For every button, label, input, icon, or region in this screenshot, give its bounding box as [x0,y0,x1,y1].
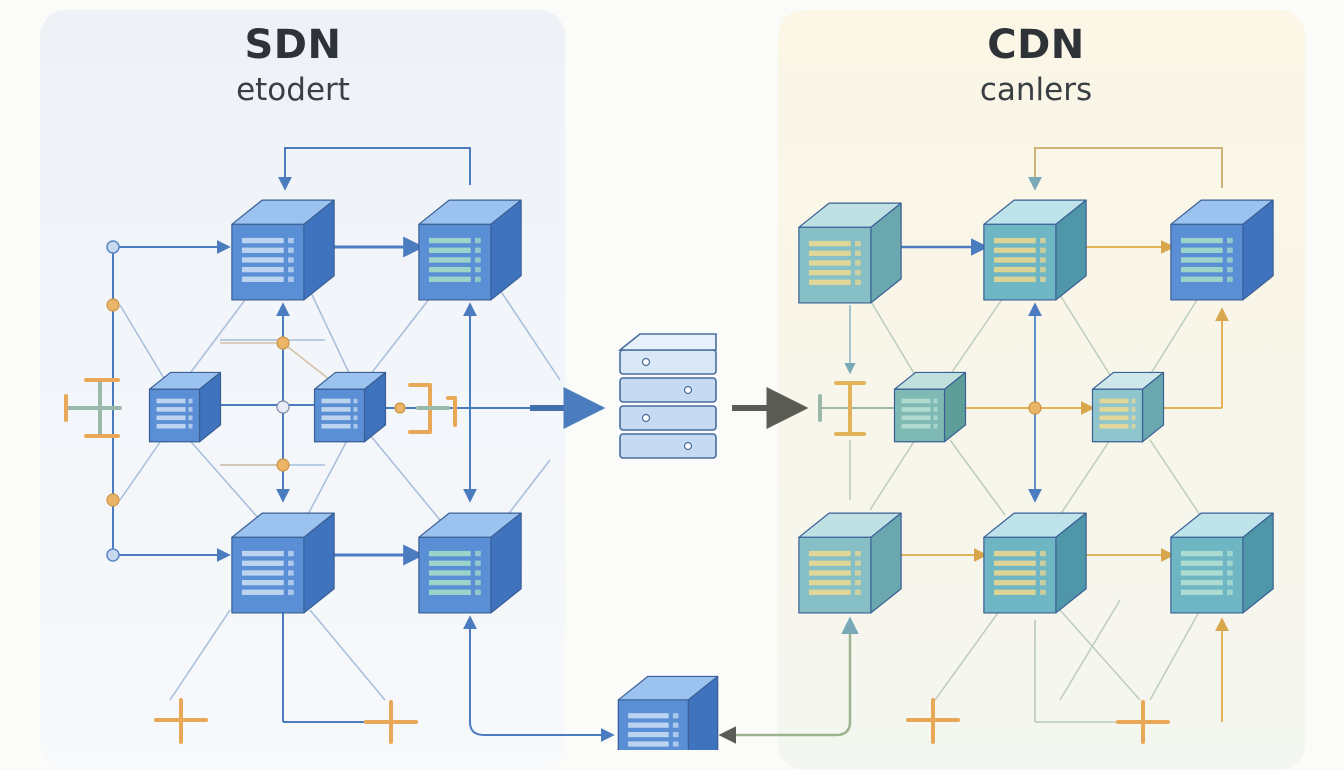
cdn-mesh-links [869,294,1201,701]
cdn-directed-links [818,147,1229,723]
sdn-endpoint-bottom-right [364,700,418,744]
sdn-orange-connectors [220,342,331,466]
cdn-node-bottom-left [798,512,902,614]
sdn-subtitle: etodert [236,72,350,108]
cdn-node-top-right [1170,199,1274,301]
cdn-node-bottom-right [1170,512,1274,614]
cdn-endpoint-bottom-right [1116,700,1170,744]
sdn-endpoint-left [64,378,122,438]
cdn-node-mid-right [1091,371,1165,443]
cdn-node-top-left [798,202,902,304]
sdn-node-bottom-right [418,512,522,614]
sdn-node-mid-left [148,371,222,443]
sdn-endpoint-middle [408,383,457,434]
network-diagram [64,147,1274,750]
cdn-endpoint-left [818,381,866,436]
cdn-title: CDN [987,22,1085,68]
cdn-link-dot [1028,401,1042,415]
cdn-node-mid-left [893,371,967,443]
bottom-shared-server [617,675,719,750]
sdn-endpoint-bottom-left [154,698,208,744]
sdn-title: SDN [244,22,342,68]
cdn-endpoint-bottom-left [906,698,960,744]
cdn-node-bottom-mid [983,512,1087,614]
sdn-node-top-right [418,199,522,301]
central-controller-stack [617,333,717,459]
cdn-node-top-mid [983,199,1087,301]
sdn-link-dots [106,240,406,562]
sdn-node-top-left [231,199,335,301]
cdn-subtitle: canlers [979,72,1093,108]
sdn-node-bottom-left [231,512,335,614]
sdn-mesh-links [119,279,561,701]
sdn-node-mid-center [313,371,387,443]
cdn-to-bottom-server-link [718,616,859,744]
